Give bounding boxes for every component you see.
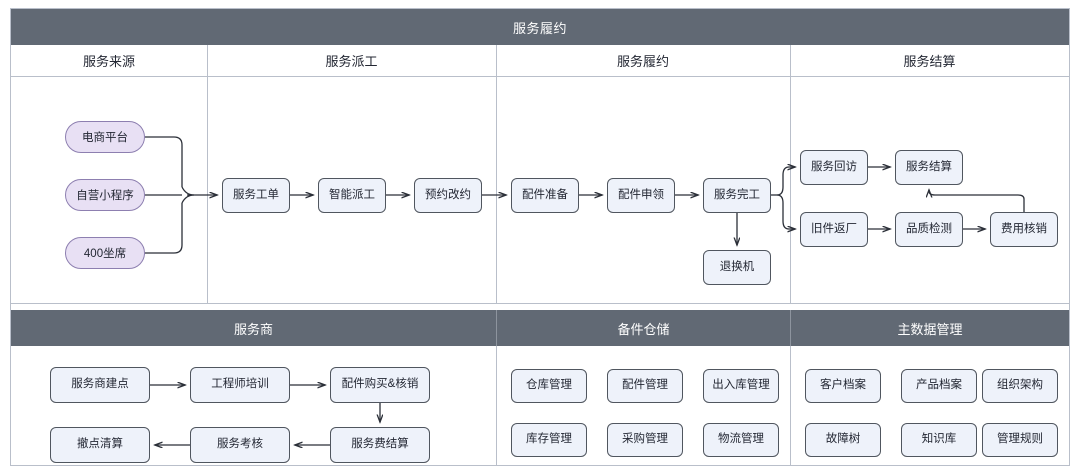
node-service-assessment[interactable]: 服务考核 [190,427,290,463]
node-parts-purchase-writeoff[interactable]: 配件购买&核销 [330,367,430,403]
node-label: 电商平台 [82,132,128,144]
node-label: 配件购买&核销 [341,378,419,391]
node-service-fee-settlement[interactable]: 服务费结算 [330,427,430,463]
column-header-service-settlement: 服务结算 [790,45,1069,77]
column-header-label: 服务商 [233,321,273,337]
node-label: 服务工单 [233,188,279,201]
node-self-operated-miniprogram[interactable]: 自营小程序 [65,179,145,211]
node-label: 400坐席 [83,248,127,260]
node-knowledge-base[interactable]: 知识库 [901,423,977,457]
node-label: 旧件返厂 [811,222,857,235]
node-label: 客户档案 [820,379,866,392]
node-label: 服务回访 [811,160,857,173]
node-label: 服务费结算 [351,438,409,451]
node-return-exchange-unit[interactable]: 退换机 [703,250,771,285]
column-divider-1 [207,45,208,303]
diagram-frame: 服务履约 服务来源 服务派工 服务履约 服务结算 服务商 备件仓储 主数据管理 [10,8,1070,466]
node-fault-tree[interactable]: 故障树 [805,423,881,457]
column-header-service-source: 服务来源 [11,45,207,77]
column-header-spare-parts-warehouse: 备件仓储 [496,310,790,346]
wire-completion-to-old-parts-return [776,194,795,229]
column-divider-3 [790,45,791,303]
node-label: 撤点清算 [77,438,123,451]
node-logistics-management[interactable]: 物流管理 [703,423,779,457]
column-header-label: 服务派工 [325,54,378,69]
node-product-profile[interactable]: 产品档案 [901,369,977,403]
node-service-work-order[interactable]: 服务工单 [222,178,290,213]
node-service-completion[interactable]: 服务完工 [703,178,771,213]
node-service-settlement[interactable]: 服务结算 [895,150,963,185]
node-site-closure-settlement[interactable]: 撤点清算 [50,427,150,463]
column-header-label: 服务来源 [82,54,135,69]
node-quality-inspection[interactable]: 品质检测 [895,212,963,247]
node-parts-requisition[interactable]: 配件申领 [607,178,675,213]
node-label: 服务商建点 [71,378,129,391]
node-label: 物流管理 [718,433,764,446]
node-procurement-management[interactable]: 采购管理 [607,423,683,457]
node-customer-profile[interactable]: 客户档案 [805,369,881,403]
node-label: 服务结算 [906,160,952,173]
wire-expense-writeoff-to-settlement [929,190,1025,212]
wire-ecommerce-to-trunk [145,136,183,187]
node-inbound-outbound-management[interactable]: 出入库管理 [703,369,779,403]
diagram-title: 服务履约 [512,20,567,36]
node-label: 出入库管理 [712,379,770,392]
node-parts-management[interactable]: 配件管理 [607,369,683,403]
node-label: 库存管理 [526,433,572,446]
node-old-parts-return[interactable]: 旧件返厂 [800,212,868,247]
node-service-followup[interactable]: 服务回访 [800,150,868,185]
column-header-service-fulfillment: 服务履约 [496,45,790,77]
node-label: 组织架构 [997,379,1043,392]
column-header-master-data: 主数据管理 [790,310,1069,346]
node-label: 工程师培训 [211,378,269,391]
node-label: 预约改约 [425,188,471,201]
node-smart-dispatch[interactable]: 智能派工 [318,178,386,213]
column-header-label: 主数据管理 [897,321,963,337]
node-warehouse-management[interactable]: 仓库管理 [511,369,587,403]
node-organization-structure[interactable]: 组织架构 [982,369,1058,403]
column-header-label: 备件仓储 [617,321,670,337]
column-header-label: 服务结算 [903,54,956,69]
wire-trunk-brace [181,186,195,204]
node-label: 仓库管理 [526,379,572,392]
node-expense-writeoff[interactable]: 费用核销 [990,212,1058,247]
column-header-service-dispatch: 服务派工 [207,45,496,77]
node-label: 产品档案 [916,379,962,392]
node-400-call-center[interactable]: 400坐席 [65,237,145,269]
column-header-service-provider: 服务商 [11,310,496,346]
node-label: 智能派工 [329,188,375,201]
column-header-label: 服务履约 [616,54,669,69]
node-label: 品质检测 [906,222,952,235]
node-provider-site-setup[interactable]: 服务商建点 [50,367,150,403]
node-label: 服务完工 [714,188,760,201]
node-label: 配件申领 [618,188,664,201]
node-label: 采购管理 [622,433,668,446]
node-engineer-training[interactable]: 工程师培训 [190,367,290,403]
node-parts-preparation[interactable]: 配件准备 [511,178,579,213]
node-label: 自营小程序 [76,190,134,202]
column-divider-2 [496,45,497,303]
column-divider-4 [496,346,497,465]
diagram-title-band: 服务履约 [11,9,1069,45]
column-divider-5 [790,346,791,465]
node-inventory-management[interactable]: 库存管理 [511,423,587,457]
node-label: 配件准备 [522,188,568,201]
node-ecommerce-platform[interactable]: 电商平台 [65,121,145,153]
row-divider [11,303,1069,304]
wire-400-to-trunk [145,203,183,254]
wire-completion-to-followup [776,167,795,196]
node-label: 费用核销 [1001,222,1047,235]
node-label: 配件管理 [622,379,668,392]
node-label: 故障树 [825,433,861,446]
node-management-rules[interactable]: 管理规则 [982,423,1058,457]
node-appointment-reschedule[interactable]: 预约改约 [414,178,482,213]
node-label: 知识库 [921,433,957,446]
node-label: 管理规则 [997,433,1043,446]
node-label: 服务考核 [217,438,263,451]
node-label: 退换机 [719,260,755,273]
